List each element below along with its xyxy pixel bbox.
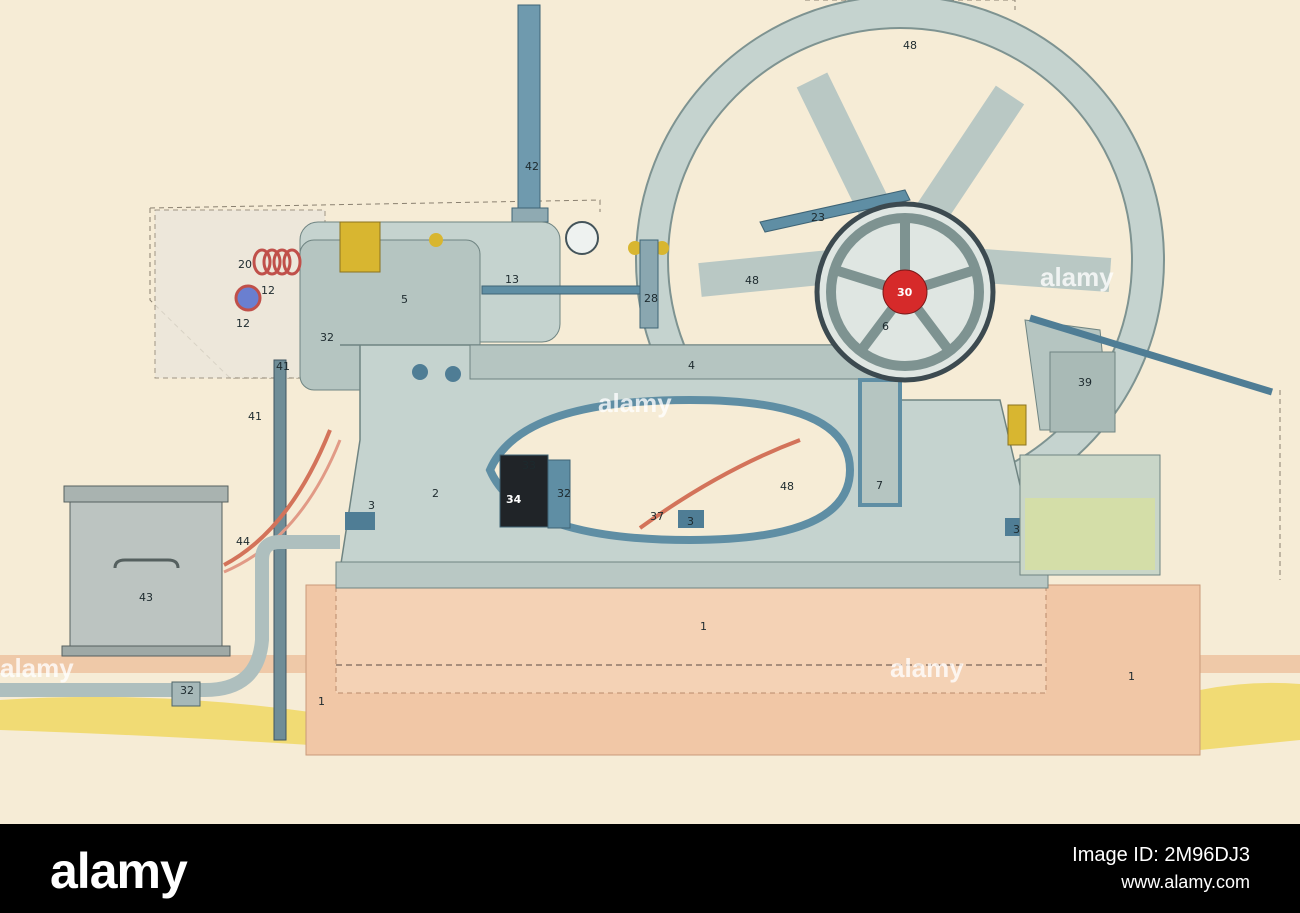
label-pipe: 32 xyxy=(320,331,334,344)
label-bolt: 3 xyxy=(368,499,375,512)
image-id: Image ID: 2M96DJ3 xyxy=(1072,844,1250,866)
tank-pipe xyxy=(547,459,571,529)
bolt-base-mid xyxy=(678,510,704,528)
label-spring: 20 xyxy=(238,258,252,271)
can-lid xyxy=(63,485,229,503)
label-stand-2: 41 xyxy=(248,410,262,423)
frame-opening xyxy=(485,395,855,545)
label-flywheel-spoke: 48 xyxy=(745,274,759,287)
pressure-gauge xyxy=(565,221,599,255)
can-body xyxy=(69,501,223,649)
label-flywheel-lower: 48 xyxy=(780,480,794,493)
label-pipe-tank: 32 xyxy=(557,487,571,500)
pipe-coupling xyxy=(171,681,201,707)
bolt-base-left xyxy=(345,512,375,530)
frame-base xyxy=(335,561,1049,589)
chimney-base xyxy=(511,207,549,223)
valve-brass xyxy=(339,221,381,273)
inner-hose xyxy=(638,438,801,530)
brass-knob xyxy=(429,233,443,247)
pump-handle xyxy=(1028,314,1274,396)
label-cylinder-head: 5 xyxy=(401,293,408,306)
stand-pipe xyxy=(273,359,287,741)
overlay-outline-top xyxy=(805,0,1016,10)
label-valve-2: 12 xyxy=(236,317,250,330)
label-lever: 23 xyxy=(811,211,825,224)
footer-bar: alamy Image ID: 2M96DJ3 www.alamy.com xyxy=(0,824,1300,913)
label-foundation-left: 1 xyxy=(318,695,325,708)
valve-spring xyxy=(252,248,302,276)
ground-left xyxy=(0,696,310,745)
valve-cap xyxy=(234,284,262,312)
brass-knob-2 xyxy=(628,241,642,255)
chimney-pipe xyxy=(517,4,541,216)
bolt-a xyxy=(412,364,428,380)
label-block: 34 xyxy=(506,493,522,506)
side-wheel xyxy=(814,201,996,383)
label-rod: 13 xyxy=(505,273,519,286)
label-hose: 37 xyxy=(650,510,664,523)
watermark-bottom: alamy xyxy=(890,653,964,683)
can-handle xyxy=(113,558,180,569)
hose-b xyxy=(223,439,342,574)
label-pipe-coupling: 32 xyxy=(180,684,194,697)
label-pump: 39 xyxy=(1078,376,1092,389)
watermark-left: alamy xyxy=(0,653,74,683)
label-frame: 2 xyxy=(432,487,439,500)
label-crank-guard: 7 xyxy=(876,479,883,492)
label-foundation: 1 xyxy=(700,620,707,633)
label-chimney: 42 xyxy=(525,160,539,173)
pump-body xyxy=(1049,351,1116,433)
label-valve: 12 xyxy=(261,284,275,297)
brass-valve-right xyxy=(1007,404,1027,446)
lever-arm xyxy=(759,189,911,233)
water-level xyxy=(1025,498,1155,570)
label-can: 43 xyxy=(139,591,153,604)
label-tank: 33 xyxy=(522,459,536,472)
bolt-b xyxy=(445,366,461,382)
label-flywheel-top: 48 xyxy=(903,39,917,52)
watermark-right: alamy xyxy=(1040,262,1114,292)
tank-dark xyxy=(499,454,549,528)
engine-bed xyxy=(469,344,891,380)
label-bed: 4 xyxy=(688,359,695,372)
label-bolt-right: 3 xyxy=(1013,523,1020,536)
label-governor: 28 xyxy=(644,292,658,305)
drain-pipe xyxy=(0,535,340,697)
label-tube: 44 xyxy=(236,535,250,548)
can-base xyxy=(61,645,231,657)
ground-right xyxy=(1200,682,1300,750)
label-bolt-mid: 3 xyxy=(687,515,694,528)
label-gear: 6 xyxy=(882,320,889,333)
illustration-plate: 1 1 1 2 3 3 3 4 5 6 7 12 12 13 20 23 28 … xyxy=(0,0,1300,824)
governor-column xyxy=(639,239,659,329)
push-rod xyxy=(481,285,653,295)
label-foundation-right: 1 xyxy=(1128,670,1135,683)
label-stand: 41 xyxy=(276,360,290,373)
label-side-wheel: 30 xyxy=(897,286,913,299)
watermark-center: alamy xyxy=(598,388,672,418)
brand-logo[interactable]: alamy xyxy=(50,843,188,899)
site-url[interactable]: www.alamy.com xyxy=(1121,872,1250,892)
engine-diagram: 1 1 1 2 3 3 3 4 5 6 7 12 12 13 20 23 28 … xyxy=(0,0,1300,756)
hose-a xyxy=(223,429,332,567)
